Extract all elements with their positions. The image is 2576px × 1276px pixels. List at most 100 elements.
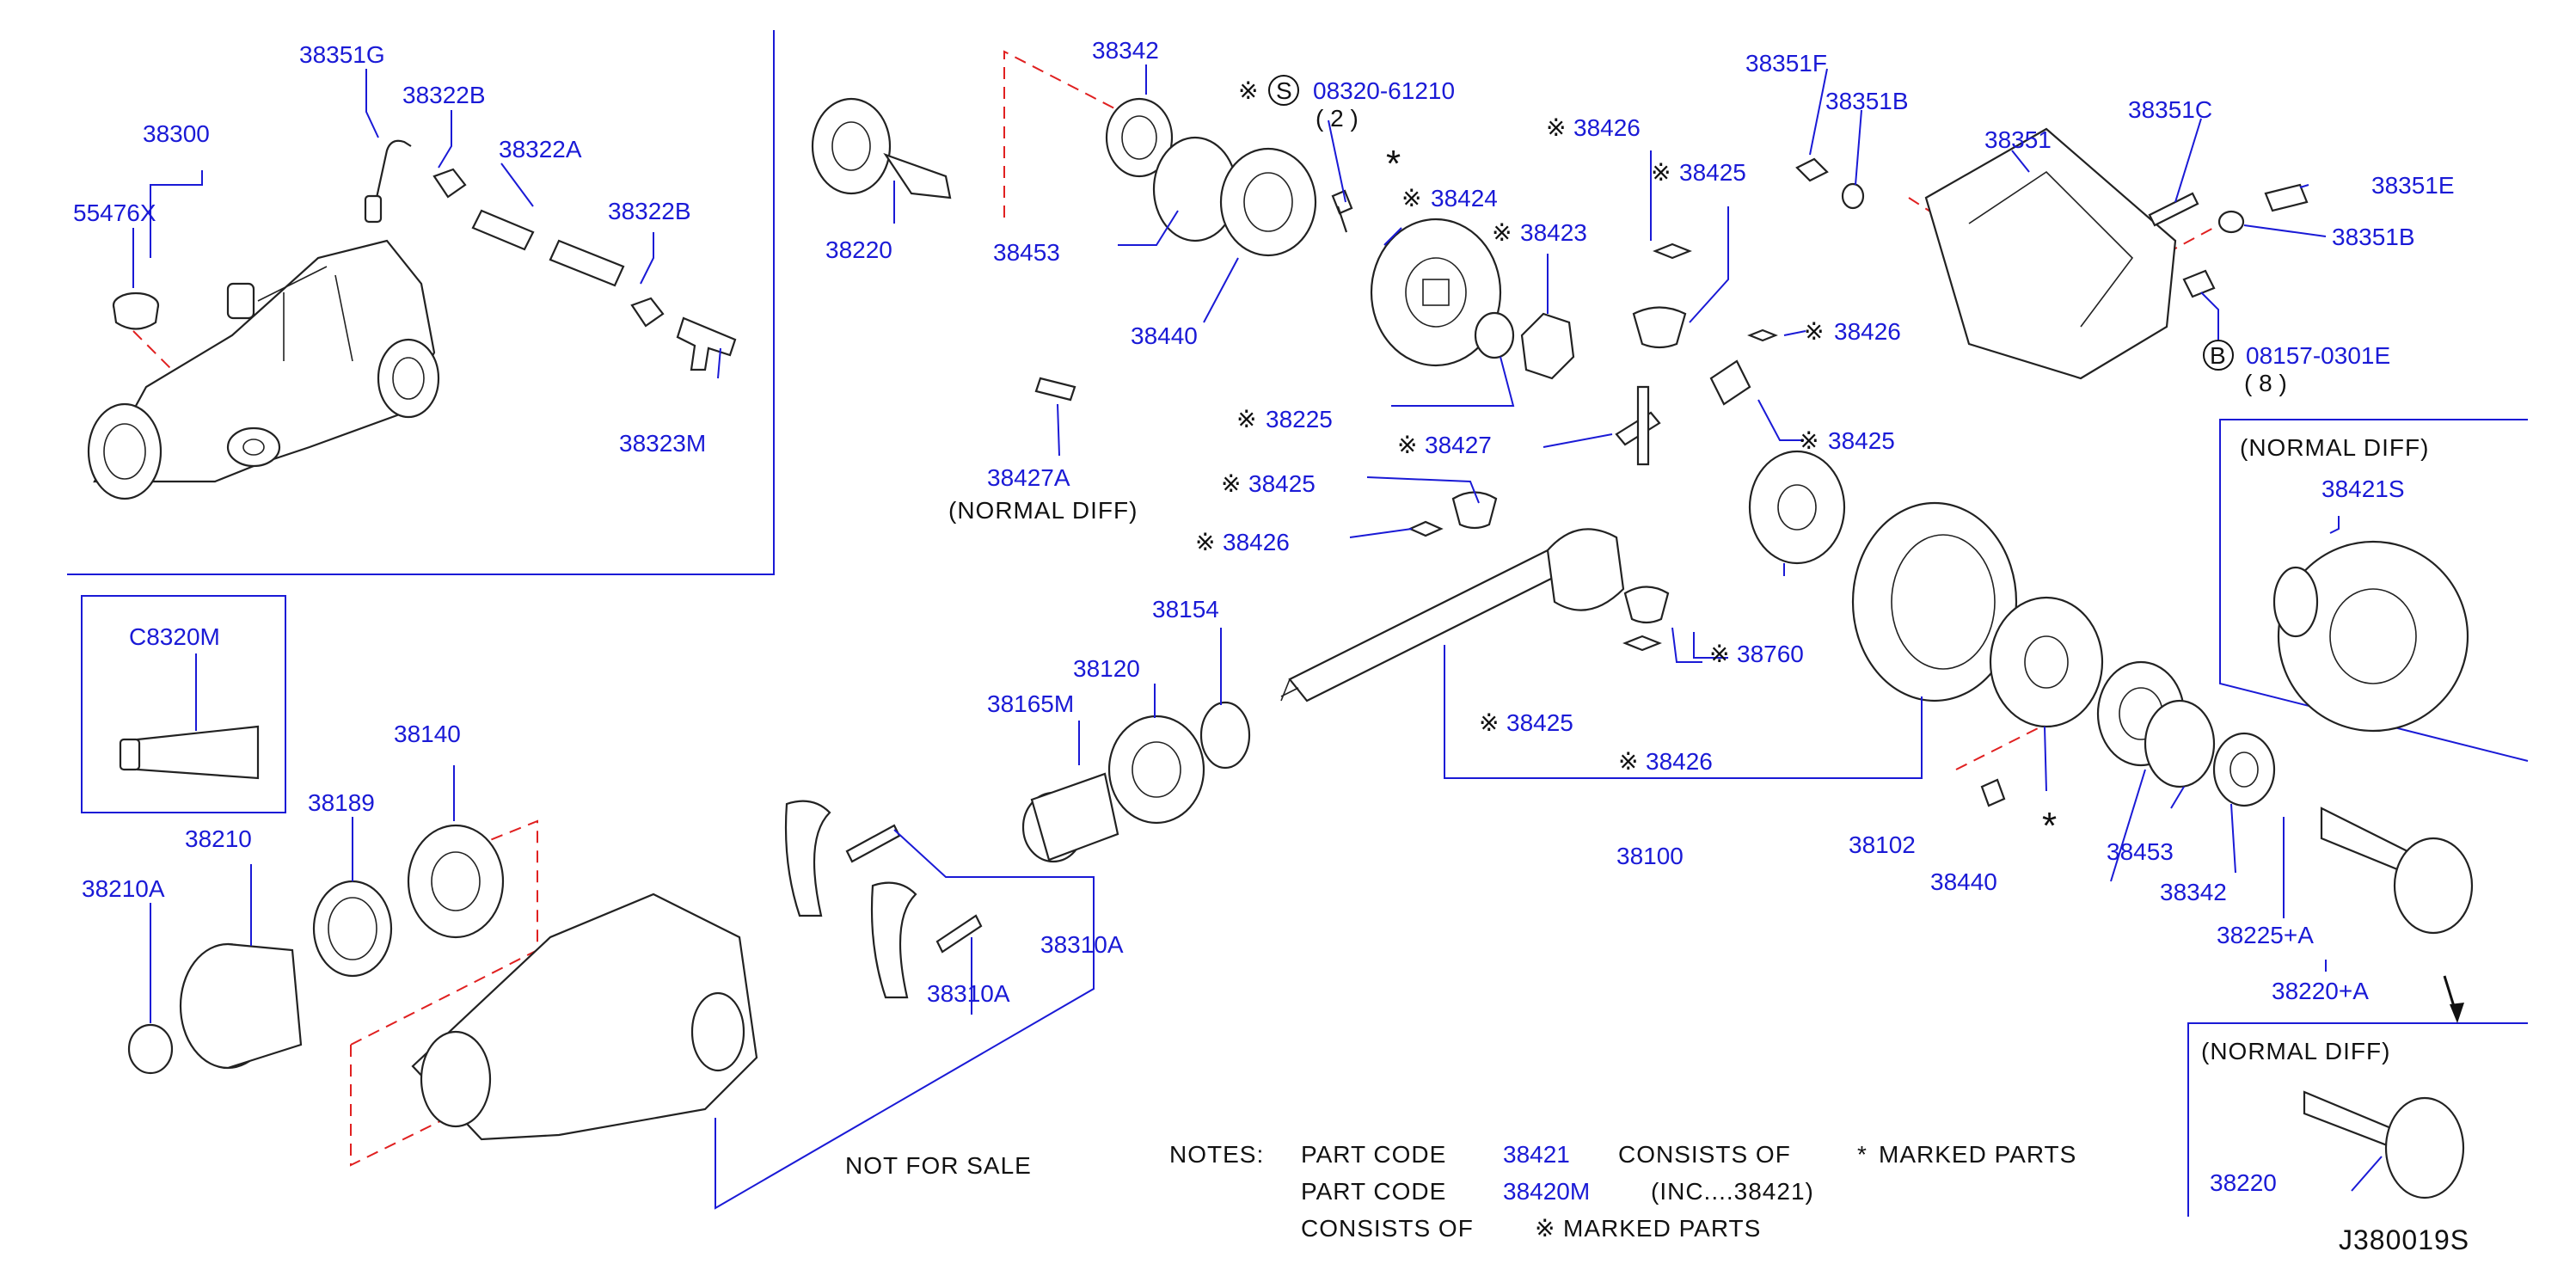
notes-line1-asterisk: * <box>1857 1141 1867 1168</box>
label-38425-left: 38425 <box>1248 470 1316 497</box>
qty-08157: ( 8 ) <box>2244 370 2287 396</box>
washer-38351B-right <box>2217 210 2245 234</box>
label-38225A: 38225+A <box>2217 922 2314 948</box>
label-38323M: 38323M <box>619 430 706 457</box>
kome-38425-top: ※ <box>1651 159 1671 186</box>
flange-38220-bottom <box>2320 807 2474 935</box>
hose-38322A-b <box>549 239 625 287</box>
label-not-for-sale: NOT FOR SALE <box>845 1152 1032 1179</box>
label-38210: 38210 <box>185 825 252 852</box>
label-38342-bottom: 38342 <box>2160 879 2227 905</box>
final-drive-assembly <box>87 239 440 500</box>
label-38440-bottom: 38440 <box>1930 868 1997 895</box>
label-38453-bottom: 38453 <box>2107 838 2174 865</box>
connector-38323M <box>676 316 737 371</box>
washer-38426-right <box>1747 328 1778 342</box>
label-38423: 38423 <box>1520 219 1587 246</box>
label-38351B-top: 38351B <box>1825 88 1909 114</box>
label-38425-top: 38425 <box>1679 159 1746 186</box>
label-08157-0301E: 08157-0301E <box>2246 342 2390 369</box>
kome-38424: ※ <box>1401 185 1421 212</box>
kome-38426-right: ※ <box>1804 318 1824 345</box>
diff-case-38424 <box>1370 218 1502 367</box>
label-38453-top: 38453 <box>993 239 1060 266</box>
label-38165M: 38165M <box>987 690 1074 717</box>
label-38351C: 38351C <box>2128 96 2212 123</box>
kome-38425-left: ※ <box>1221 470 1241 497</box>
bearing-38342-top <box>1105 97 1174 178</box>
notes-line1-code: 38421 <box>1503 1141 1570 1168</box>
label-38220-bottom: 38220 <box>2210 1169 2277 1196</box>
flange-38210 <box>179 942 303 1070</box>
label-38210A: 38210A <box>82 875 165 902</box>
nut-38210A <box>127 1023 174 1075</box>
label-38102: 38102 <box>1849 831 1916 858</box>
pin-38427A <box>1034 377 1076 402</box>
notes-line1-marked: MARKED PARTS <box>1879 1141 2076 1168</box>
pinion-38425-bottom <box>1623 586 1670 624</box>
circle-b-letter: B <box>2210 342 2226 369</box>
spacer-38165M <box>1021 772 1119 863</box>
label-38425-bottom: 38425 <box>1506 709 1573 736</box>
label-08320-61210: 08320-61210 <box>1313 77 1455 104</box>
bearing-38120 <box>1107 715 1205 825</box>
breather-55476X <box>112 291 160 330</box>
label-38300: 38300 <box>143 120 210 147</box>
normal-diff-flange-frame <box>2187 1022 2528 1217</box>
cross-shaft-38427 <box>1615 385 1661 466</box>
bolt-38351E <box>2264 183 2309 212</box>
rear-cover-38351 <box>1924 127 2177 380</box>
label-38322B-bottom: 38322B <box>608 198 691 224</box>
label-38120: 38120 <box>1073 655 1140 682</box>
label-38427: 38427 <box>1425 432 1492 458</box>
direction-arrow-head <box>2450 1003 2464 1023</box>
pinion-38425-top <box>1632 306 1687 349</box>
note-normal-diff-case: (NORMAL DIFF) <box>2240 434 2429 461</box>
notes-block: NOTES: PART CODE 38421 CONSISTS OF * MAR… <box>1169 1141 2076 1242</box>
plug-38351F <box>1795 157 1829 182</box>
kome-38760: ※ <box>1709 641 1729 667</box>
sealant-box-frame <box>81 595 286 813</box>
asterisk-bottom: * <box>2042 805 2057 847</box>
label-38351: 38351 <box>1984 126 2052 153</box>
bolt-08157 <box>2182 269 2216 298</box>
washer-38426-left <box>1408 520 1444 537</box>
washer-38426-bottom <box>1622 635 1662 652</box>
kome-38423: ※ <box>1492 219 1512 246</box>
drive-pinion <box>1280 528 1625 702</box>
bolt-38310A-b <box>935 914 983 954</box>
label-38440-top: 38440 <box>1131 322 1198 349</box>
ring-gear <box>1851 501 2018 702</box>
top-left-group-frame <box>67 30 775 575</box>
asterisk-top: * <box>1386 143 1401 185</box>
kome-38427: ※ <box>1397 432 1417 458</box>
bolt-38102 <box>1980 778 2006 807</box>
bearing-38760 <box>1748 450 1846 565</box>
gear-carrier-housing <box>411 893 758 1141</box>
seal-38189 <box>312 880 393 978</box>
label-38424: 38424 <box>1431 185 1498 212</box>
notes-line2-part-code: PART CODE <box>1301 1178 1446 1205</box>
pinion-38425-right <box>1709 359 1751 406</box>
kome-38426-left: ※ <box>1195 529 1215 555</box>
notes-line2-inc: (INC....38421) <box>1651 1178 1814 1205</box>
part-labels: 38351G 38322B 38300 38322A 55476X 38322B… <box>73 37 2455 1196</box>
label-38427A: 38427A <box>987 464 1070 491</box>
kome-38425-right: ※ <box>1799 427 1819 454</box>
notes-line1-part-code: PART CODE <box>1301 1141 1446 1168</box>
label-38189: 38189 <box>308 789 375 816</box>
breather-hose-38351G <box>364 139 412 224</box>
bearing-38342-bottom <box>2212 732 2276 807</box>
label-38322B-top: 38322B <box>402 82 486 108</box>
kome-38426-bottom: ※ <box>1618 748 1638 775</box>
note-38427A-normal-diff: (NORMAL DIFF) <box>948 497 1138 524</box>
bolt-08320 <box>1331 189 1353 233</box>
label-38100: 38100 <box>1616 843 1684 869</box>
label-38351B-right: 38351B <box>2332 224 2415 250</box>
notes-title: NOTES: <box>1169 1141 1264 1168</box>
bearing-38140 <box>407 824 505 939</box>
label-38426-left: 38426 <box>1223 529 1290 555</box>
clip-38322B-top <box>432 168 467 199</box>
qty-08320: ( 2 ) <box>1316 105 1359 132</box>
kome-38425-bottom: ※ <box>1479 709 1499 736</box>
